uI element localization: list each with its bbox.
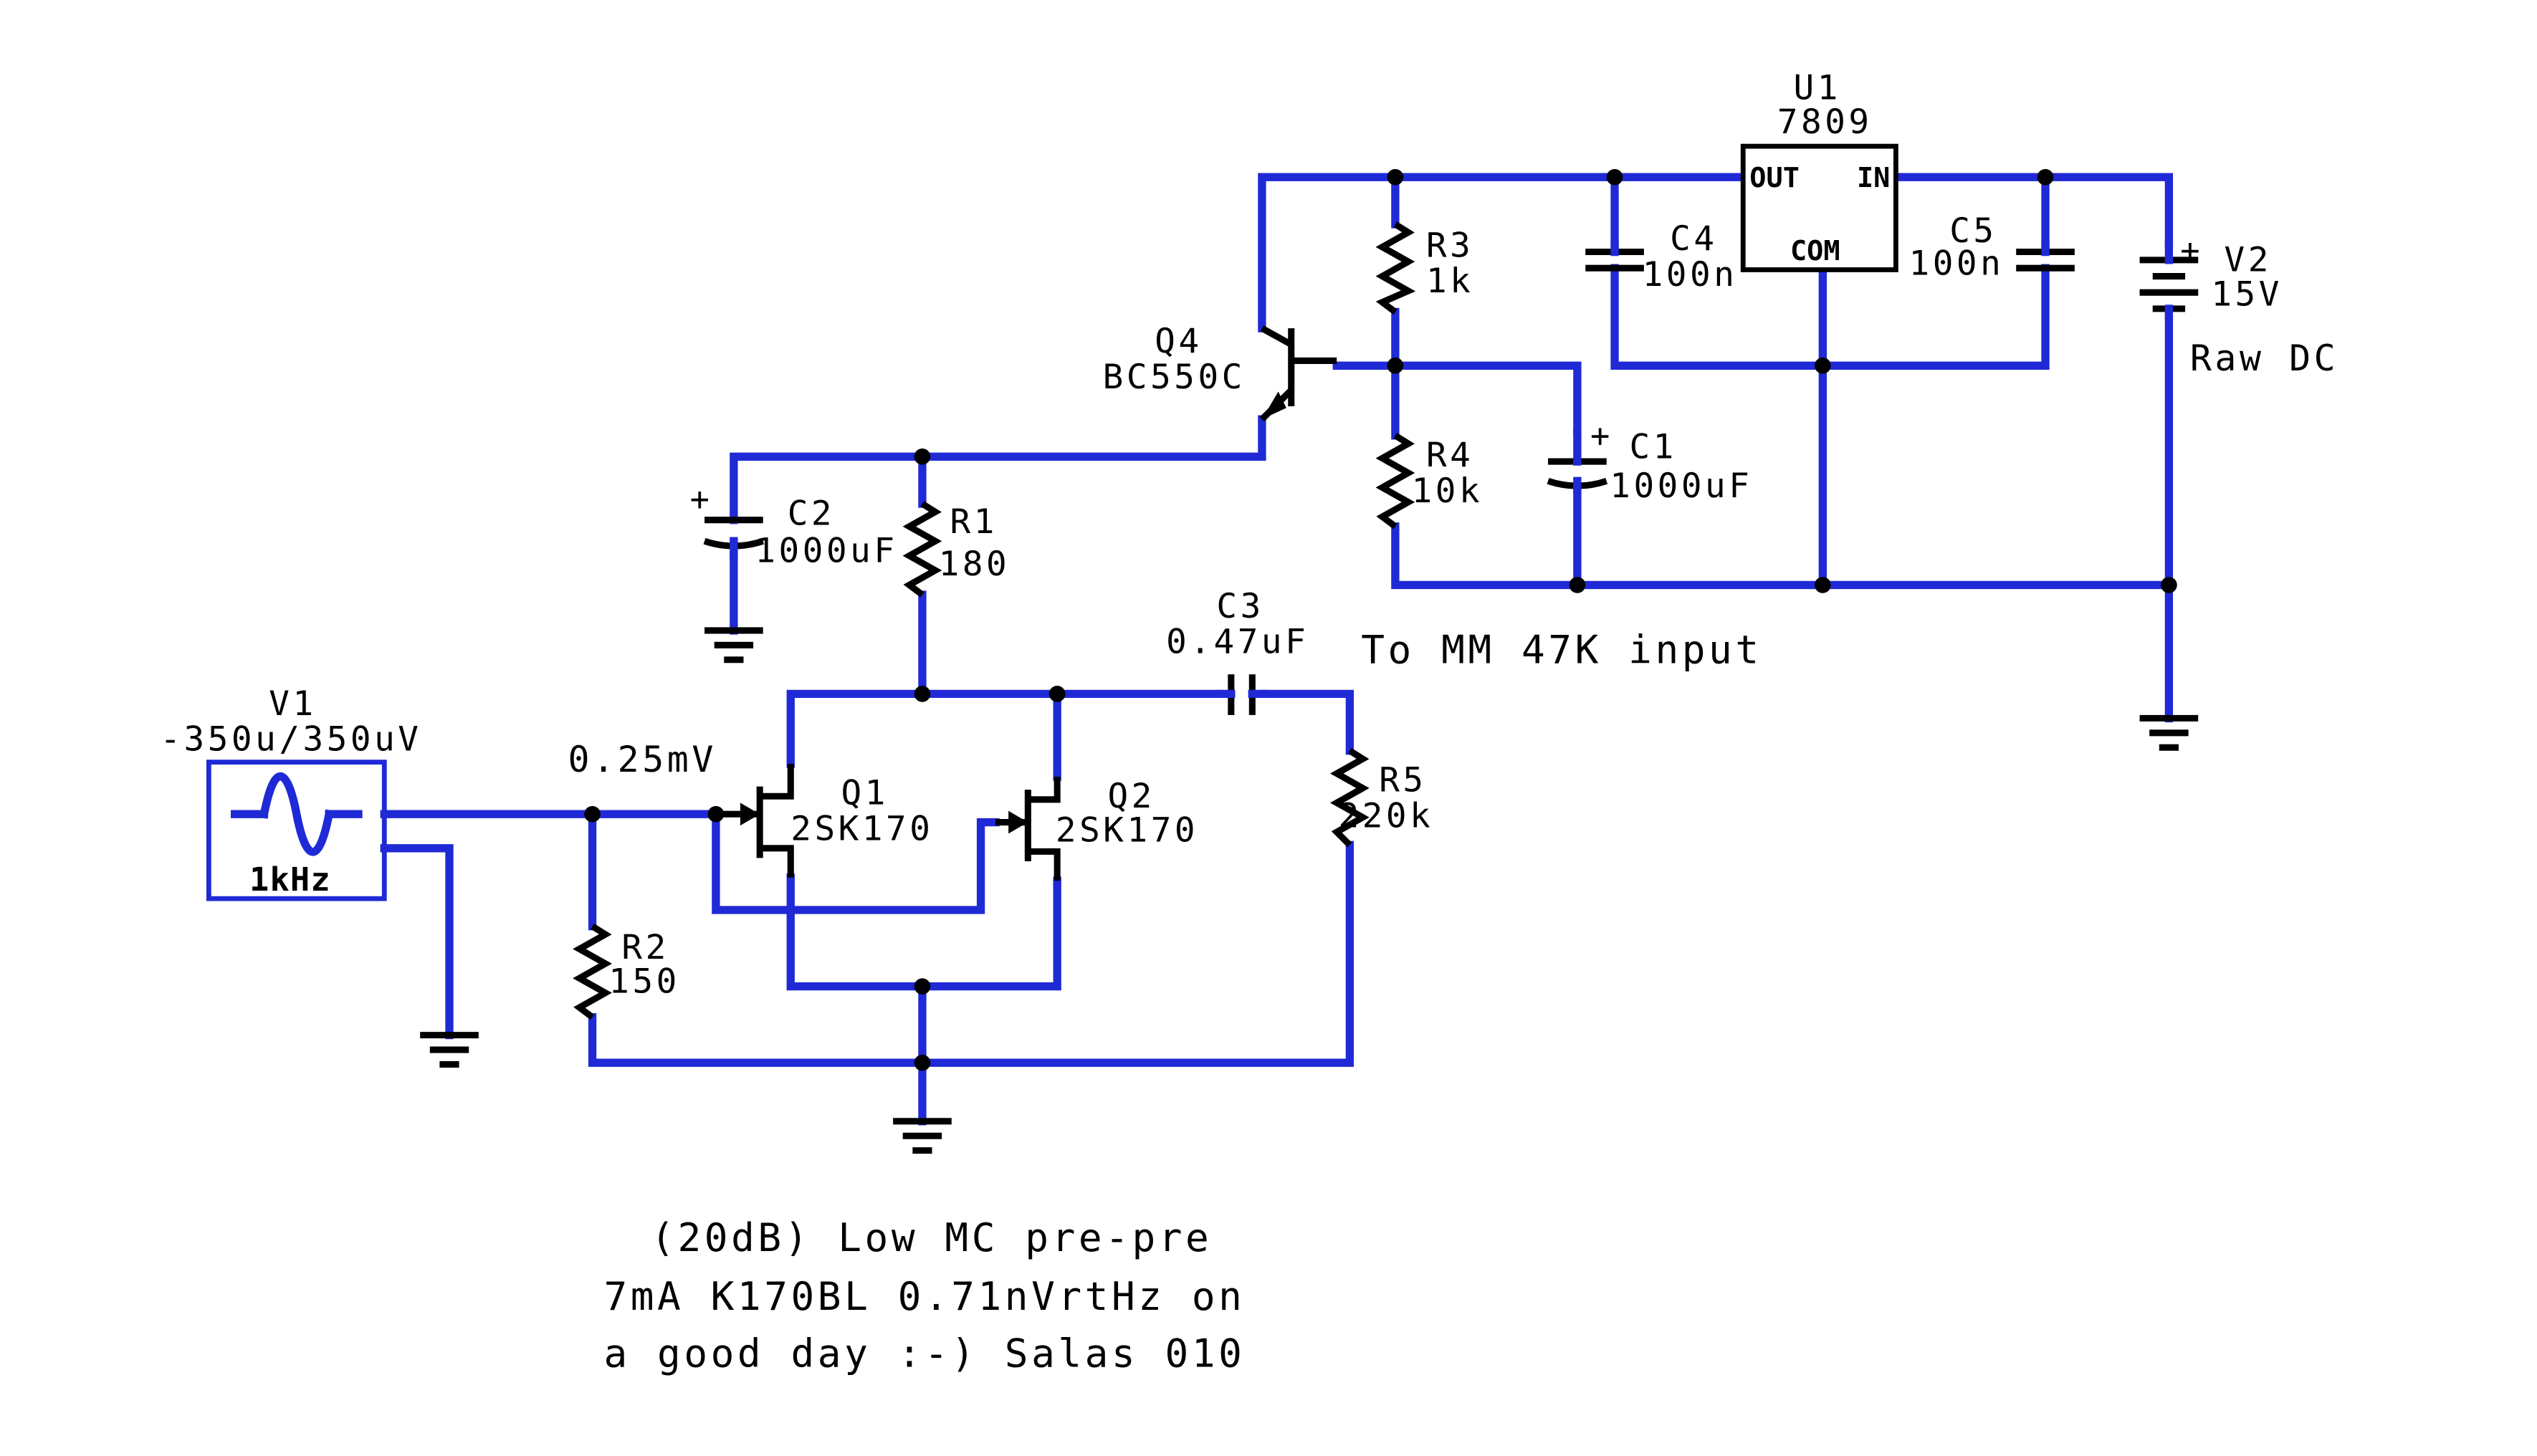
r5-value-label: 220k (1339, 796, 1434, 835)
resistor-r4[interactable] (1375, 432, 1415, 530)
regulator-u1[interactable]: OUT IN COM (1740, 143, 1898, 272)
c3-ref-label: C3 (1216, 587, 1263, 626)
q1-value-label: 2SK170 (790, 809, 933, 848)
q1-ref-label: Q1 (841, 774, 889, 813)
description-line-3: a good day :-) Salas 010 (603, 1330, 1245, 1376)
resistor-r1[interactable] (902, 501, 942, 598)
v2-value-label: 15V (2211, 274, 2283, 314)
junctions (584, 168, 2177, 1071)
r4-value-label: 10k (1412, 471, 1484, 511)
r4-ref-label: R4 (1426, 436, 1473, 475)
r2-value-label: 150 (608, 962, 680, 1002)
v2-ref-label: V2 (2225, 241, 2272, 280)
battery-v2[interactable] (2139, 239, 2199, 321)
v1-ref-label: V1 (269, 684, 316, 724)
output-note-label: To MM 47K input (1361, 626, 1762, 672)
v1-value-label: -350u/350uV (160, 720, 421, 760)
r3-value-label: 1k (1426, 262, 1473, 301)
u1-ref-label: U1 (1794, 68, 1841, 107)
u1-pin-in-label: IN (1857, 162, 1890, 194)
q4-value-label: BC550C (1103, 358, 1246, 397)
transistor-q4[interactable] (1259, 325, 1337, 422)
u1-pin-out-label: OUT (1749, 162, 1800, 194)
q2-ref-label: Q2 (1107, 777, 1155, 816)
r1-ref-label: R1 (950, 502, 998, 542)
capacitor-c4[interactable] (1585, 239, 1644, 272)
c1-ref-label: C1 (1629, 428, 1676, 467)
u1-pin-com-label: COM (1790, 235, 1840, 267)
q2-value-label: 2SK170 (1056, 811, 1198, 851)
capacitor-c3[interactable] (1215, 674, 1268, 715)
r5-ref-label: R5 (1379, 760, 1426, 800)
input-level-label: 0.25mV (568, 739, 717, 780)
r2-ref-label: R2 (621, 928, 669, 967)
ground-symbol-c2 (704, 627, 763, 664)
c2-value-label: 1000uF (755, 532, 897, 571)
description-line-2: 7mA K170BL 0.71nVrtHz on (603, 1273, 1245, 1319)
v2-plus-sign: + (2180, 231, 2203, 269)
v2-note-label: Raw DC (2190, 337, 2338, 379)
c5-ref-label: C5 (1949, 211, 1997, 251)
v1-frequency: 1kHz (249, 861, 331, 899)
c5-value-label: 100n (1909, 244, 2005, 283)
c4-value-label: 100n (1643, 255, 1738, 294)
sine-wave-icon (259, 772, 334, 856)
resistor-r2[interactable] (573, 923, 612, 1020)
q4-ref-label: Q4 (1155, 322, 1202, 361)
jfet-q1[interactable] (715, 763, 794, 878)
c3-value-label: 0.47uF (1166, 623, 1309, 662)
c4-ref-label: C4 (1670, 219, 1717, 259)
capacitor-c5[interactable] (2016, 239, 2075, 272)
capacitor-c1[interactable] (1547, 428, 1608, 495)
capacitor-c2[interactable] (703, 517, 765, 560)
resistor-r3[interactable] (1375, 221, 1416, 315)
description-line-1: (20dB) Low MC pre-pre (651, 1215, 1212, 1260)
c1-value-label: 1000uF (1610, 466, 1752, 506)
c2-plus-sign: + (690, 480, 713, 518)
resistor-r5[interactable] (1329, 747, 1370, 848)
c1-plus-sign: + (1590, 417, 1613, 455)
jfet-q2[interactable] (995, 777, 1061, 881)
v1-signal-source[interactable]: 1kHz (206, 760, 387, 901)
ground-symbol-main (893, 1118, 952, 1154)
ground-symbol-v2 (2139, 714, 2199, 751)
ground-symbol-v1 (420, 1032, 479, 1068)
u1-value-label: 7809 (1777, 102, 1873, 142)
c2-ref-label: C2 (788, 494, 835, 534)
r1-value-label: 180 (939, 545, 1010, 584)
r3-ref-label: R3 (1426, 226, 1473, 265)
